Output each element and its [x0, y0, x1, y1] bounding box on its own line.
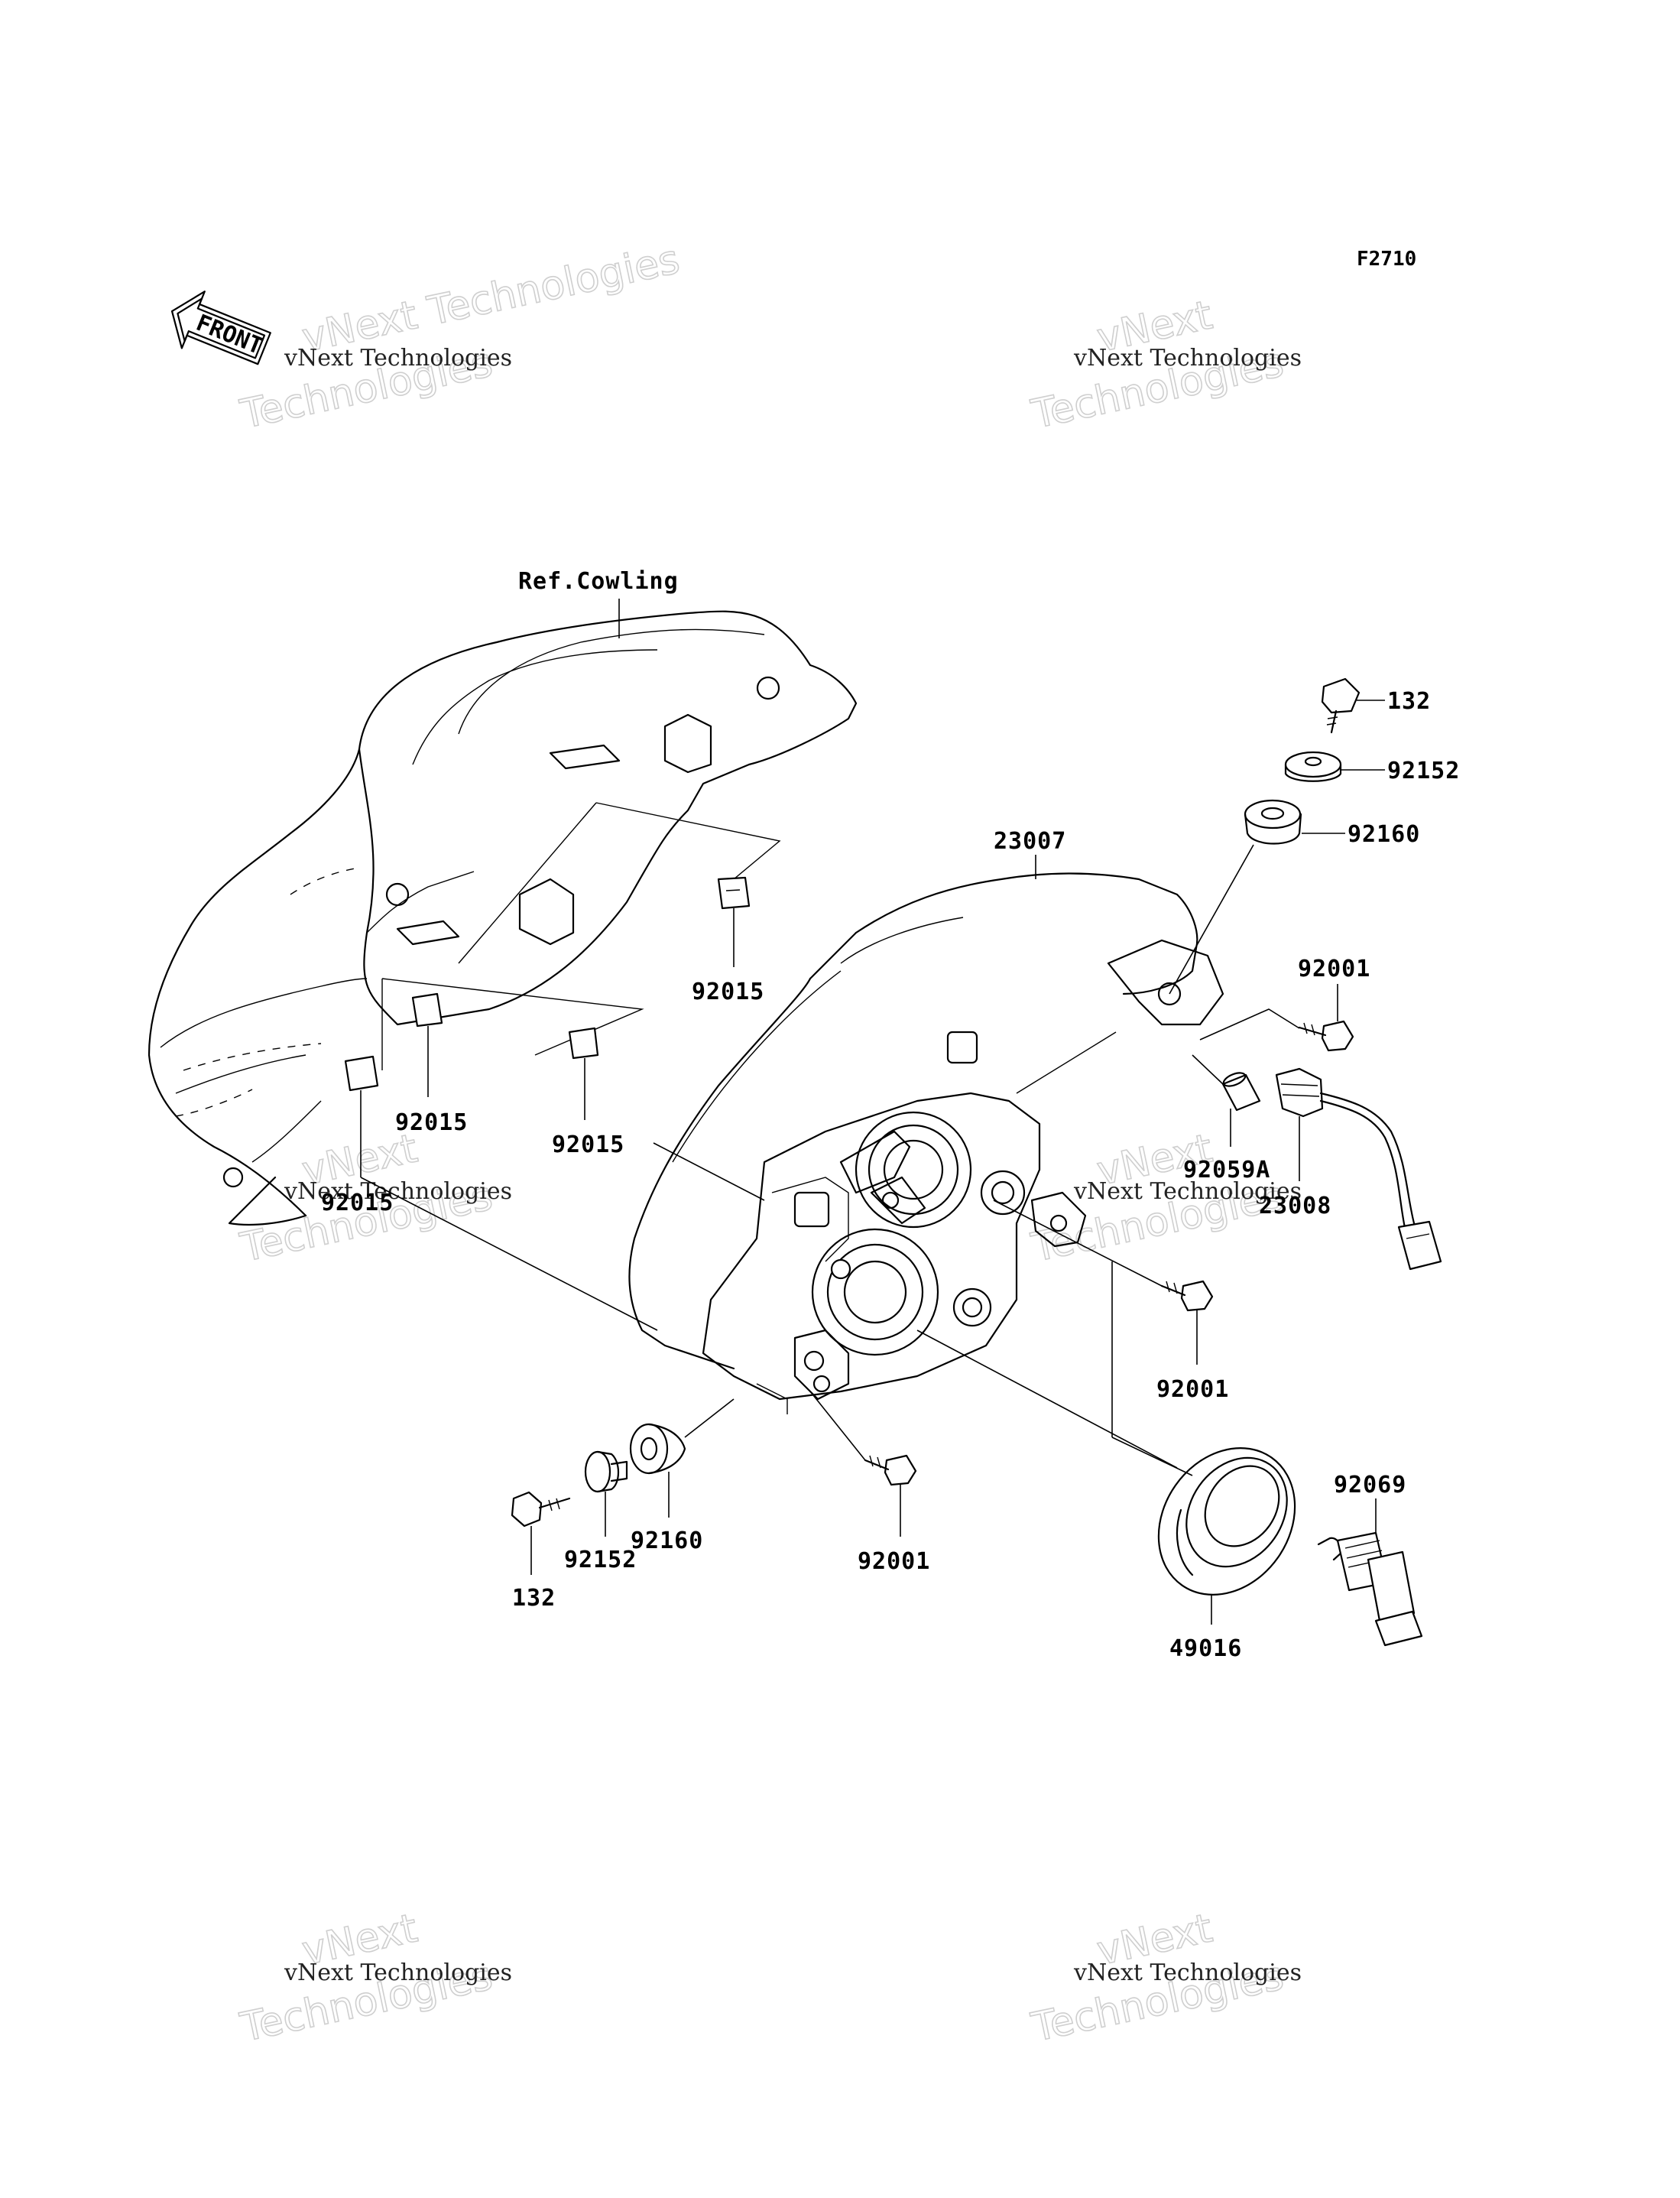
screw-92001-upper: [1298, 1020, 1354, 1052]
callout-92001-upper: 92001: [1298, 956, 1370, 982]
svg-text:vNext Technologies: vNext Technologies: [284, 345, 512, 372]
washer-92152-bottom: [584, 1450, 628, 1493]
socket-23008: [1275, 1067, 1442, 1271]
watermark-bottom-right: vNext Technologies vNext Technologies: [1026, 1905, 1302, 2052]
pin-92059: [1221, 1072, 1261, 1112]
clip-nut-92015-b: [411, 992, 443, 1028]
svg-text:vNext Technologies: vNext Technologies: [284, 1178, 512, 1205]
callout-92160-bottom: 92160: [631, 1528, 703, 1554]
bolt-132-top: [1321, 677, 1361, 734]
callout-92015-a: 92015: [692, 979, 764, 1005]
clip-nut-92015-a: [717, 876, 751, 910]
svg-text:vNext Technologies: vNext Technologies: [1073, 1178, 1302, 1205]
watermark-bottom-left: vNext Technologies vNext Technologies: [235, 1905, 512, 2052]
clip-nut-92015-c: [568, 1027, 599, 1060]
callout-92015-b: 92015: [395, 1109, 468, 1136]
svg-text:vNext Technologies: vNext Technologies: [298, 237, 683, 362]
svg-text:vNext Technologies: vNext Technologies: [1073, 345, 1302, 372]
callout-92015-c: 92015: [552, 1131, 624, 1158]
callout-92001-mid: 92001: [1156, 1376, 1229, 1403]
grommet-92160-bottom: [629, 1423, 686, 1475]
headlight-assembly: [628, 872, 1224, 1414]
screw-92001-bottom: [864, 1454, 917, 1486]
grommet-92160-top: [1244, 799, 1302, 845]
bolt-132-bottom: [511, 1491, 571, 1528]
callout-92015-d: 92015: [321, 1190, 394, 1216]
bulb-92069: [1317, 1531, 1423, 1647]
callout-92001-bottom: 92001: [858, 1548, 930, 1575]
clip-nut-92015-d: [344, 1055, 379, 1092]
ref-cowling-label: Ref.Cowling: [518, 568, 679, 595]
callout-92059: 92059A: [1183, 1157, 1270, 1183]
svg-text:vNext Technologies: vNext Technologies: [284, 1959, 512, 1986]
callout-49016: 49016: [1169, 1635, 1242, 1662]
front-arrow-icon: FRONT: [170, 291, 271, 365]
callout-132-top: 132: [1387, 688, 1431, 715]
callout-23008: 23008: [1259, 1193, 1331, 1219]
svg-text:vNext Technologies: vNext Technologies: [1073, 1959, 1302, 1986]
callout-132-bottom: 132: [512, 1585, 556, 1612]
callout-92152-top: 92152: [1387, 758, 1460, 784]
washer-92152-top: [1284, 751, 1342, 782]
figure-code: F2710: [1357, 248, 1416, 271]
watermark-top-right: vNext Technologies vNext Technologies: [1026, 292, 1302, 439]
cowling-outline: [148, 610, 858, 1226]
callout-92069: 92069: [1334, 1472, 1406, 1498]
callout-92152-bottom: 92152: [564, 1547, 637, 1573]
callout-92160-top: 92160: [1348, 821, 1420, 848]
watermark-top-left: vNext Technologies Technologies vNext Te…: [235, 236, 684, 439]
screw-92001-mid: [1160, 1280, 1214, 1312]
gasket-49016: [1157, 1447, 1296, 1596]
callout-23007: 23007: [994, 828, 1066, 855]
